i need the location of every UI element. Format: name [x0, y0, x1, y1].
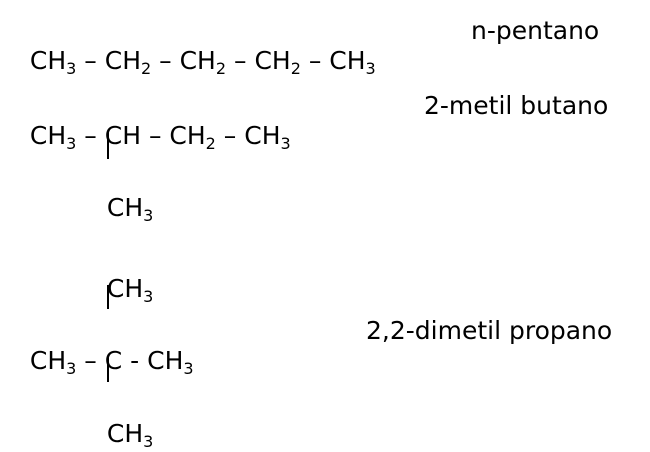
dimethylpropane-methyl-bottom: CH3	[106, 419, 154, 451]
2-methylbutane-name: 2-metil butano	[424, 91, 609, 120]
dimethylpropane-top-bond	[107, 285, 109, 309]
n-pentane-name: n-pentano	[471, 16, 600, 45]
dimethylpropane-methyl-top: CH3	[106, 274, 154, 306]
n-pentane-formula: CH3 – CH2 – CH2 – CH2 – CH3	[29, 46, 376, 78]
2-methylbutane-methyl-branch: CH3	[106, 193, 154, 225]
dimethylpropane-bottom-bond	[107, 358, 109, 382]
2-methylbutane-formula: CH3 – CH – CH2 – CH3	[29, 121, 291, 153]
dimethylpropane-name: 2,2-dimetil propano	[366, 316, 613, 345]
dimethylpropane-formula: CH3 – C - CH3	[29, 346, 194, 378]
2-methylbutane-vertical-bond	[107, 133, 109, 159]
